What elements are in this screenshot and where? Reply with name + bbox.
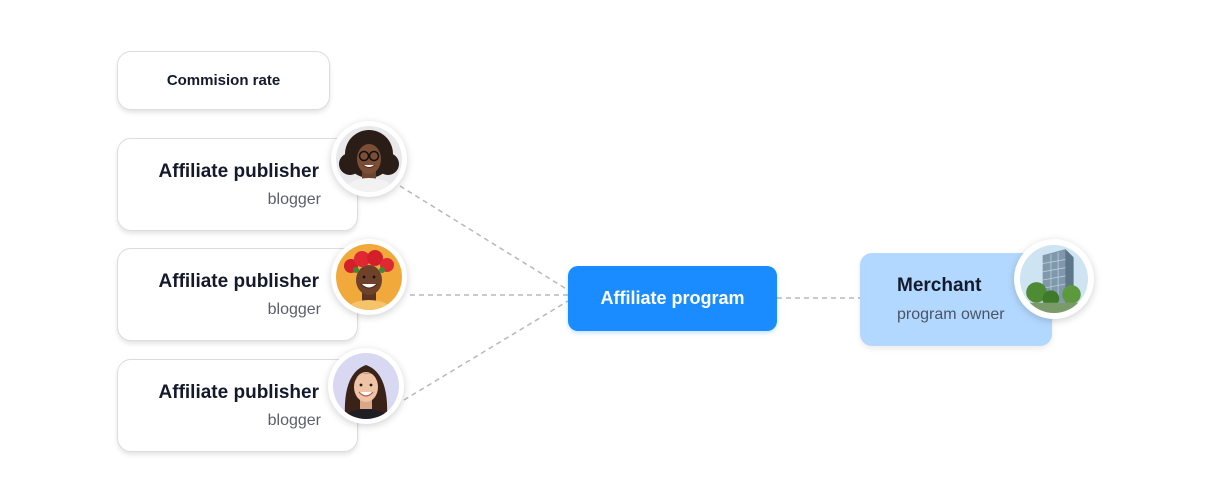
- affiliate-program-label: Affiliate program: [600, 288, 745, 308]
- person-glasses-icon: [336, 126, 402, 192]
- publisher-card-1: Affiliate publisher blogger: [117, 138, 358, 231]
- publisher-card-3: Affiliate publisher blogger: [117, 359, 358, 452]
- publisher-subtitle: blogger: [267, 191, 321, 208]
- avatar-merchant: [1014, 239, 1094, 319]
- connector-publisher-3: [403, 300, 569, 401]
- person-flower-crown-icon: [336, 244, 402, 310]
- affiliate-program-node: Affiliate program: [568, 266, 777, 331]
- avatar-publisher-1: [331, 121, 407, 197]
- publisher-title: Affiliate publisher: [158, 161, 319, 182]
- publisher-title: Affiliate publisher: [158, 382, 319, 403]
- merchant-subtitle: program owner: [897, 306, 1005, 323]
- merchant-title: Merchant: [897, 275, 982, 296]
- publisher-subtitle: blogger: [267, 301, 321, 318]
- office-building-icon: [1020, 245, 1088, 313]
- person-smiling-woman-icon: [333, 353, 399, 419]
- avatar-publisher-3: [328, 348, 404, 424]
- publisher-title: Affiliate publisher: [158, 271, 319, 292]
- connector-publisher-1: [399, 185, 569, 291]
- publisher-card-2: Affiliate publisher blogger: [117, 248, 358, 341]
- publisher-subtitle: blogger: [267, 412, 321, 429]
- commission-rate-card: Commision rate: [117, 51, 330, 110]
- commission-rate-label: Commision rate: [166, 72, 281, 89]
- avatar-publisher-2: [331, 239, 407, 315]
